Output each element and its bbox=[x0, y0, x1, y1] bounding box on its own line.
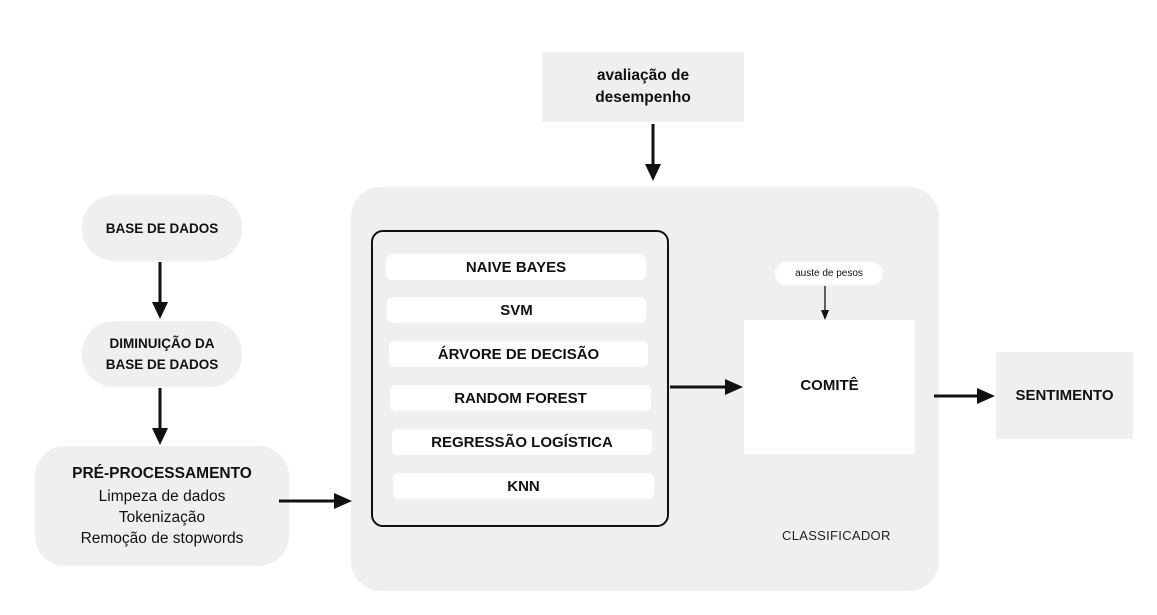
arrow-database-to-reduction bbox=[152, 262, 168, 319]
preprocessing-step: Limpeza de dados bbox=[98, 488, 226, 505]
evaluation-line-1: avaliação de bbox=[596, 67, 690, 84]
committee-node: COMITÊ bbox=[744, 320, 915, 454]
weights-label: auste de pesos bbox=[795, 268, 863, 279]
model-naive-bayes: NAIVE BAYES bbox=[386, 254, 646, 280]
evaluation-node: avaliação de desempenho bbox=[542, 52, 744, 122]
sentiment-node: SENTIMENTO bbox=[996, 352, 1133, 439]
arrow-preprocessing-to-classifier bbox=[279, 493, 352, 509]
arrow-committee-to-sentiment bbox=[934, 388, 995, 404]
reduction-line-1: DIMINUIÇÃO DA bbox=[109, 336, 215, 351]
arrow-evaluation-to-classifier bbox=[645, 124, 661, 181]
reduction-line-2: BASE DE DADOS bbox=[105, 357, 219, 372]
classifier-label: CLASSIFICADOR bbox=[782, 528, 891, 543]
database-label: BASE DE DADOS bbox=[105, 220, 219, 236]
model-decision-tree: ÁRVORE DE DECISÃO bbox=[389, 341, 648, 367]
arrow-models-to-committee bbox=[670, 379, 743, 395]
model-random-forest: RANDOM FOREST bbox=[390, 385, 651, 411]
model-svm: SVM bbox=[387, 297, 646, 323]
weights-node: auste de pesos bbox=[775, 262, 883, 285]
database-node: BASE DE DADOS bbox=[82, 195, 242, 261]
preprocessing-node: PRÉ-PROCESSAMENTO Limpeza de dados Token… bbox=[35, 446, 289, 566]
preprocessing-step: Tokenização bbox=[118, 509, 206, 526]
model-logistic-regression: REGRESSÃO LOGÍSTICA bbox=[392, 429, 652, 455]
reduction-node: DIMINUIÇÃO DA BASE DE DADOS bbox=[82, 321, 242, 387]
sentiment-label: SENTIMENTO bbox=[1015, 387, 1114, 404]
models-group: NAIVE BAYES SVM ÁRVORE DE DECISÃO RANDOM… bbox=[371, 230, 669, 527]
model-knn: KNN bbox=[393, 473, 654, 499]
arrow-weights-to-committee bbox=[821, 286, 829, 320]
preprocessing-title: PRÉ-PROCESSAMENTO bbox=[72, 465, 252, 482]
committee-label: COMITÊ bbox=[800, 377, 859, 394]
arrow-reduction-to-preprocessing bbox=[152, 388, 168, 445]
preprocessing-step: Remoção de stopwords bbox=[80, 530, 244, 547]
evaluation-line-2: desempenho bbox=[595, 89, 691, 106]
